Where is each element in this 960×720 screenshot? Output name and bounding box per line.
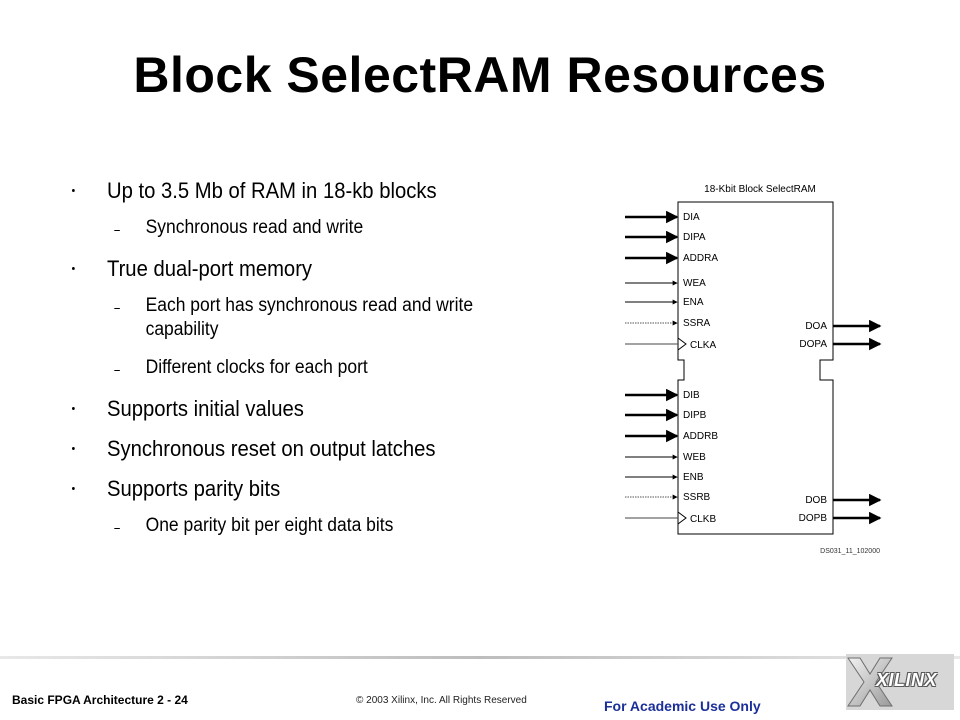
sub-bullet-clocks: Different clocks for each port	[72, 356, 550, 380]
pin-label-addra: ADDRA	[683, 253, 718, 264]
bullet-dot-icon	[72, 189, 75, 192]
pin-label-dia: DIA	[683, 212, 700, 223]
bullet-dot-icon	[72, 407, 75, 410]
pin-label-addrb: ADDRB	[683, 431, 718, 442]
pin-label-dib: DIB	[683, 390, 700, 401]
dash-icon	[114, 230, 120, 231]
bullet-dot-icon	[72, 447, 75, 450]
dash-icon	[114, 370, 120, 371]
pin-label-ssra: SSRA	[683, 318, 711, 329]
footer-divider	[0, 656, 960, 659]
sub-bullet-parity-bits: One parity bit per eight data bits	[72, 514, 550, 538]
pin-label-clka: CLKA	[690, 340, 716, 351]
sub-bullet-text: One parity bit per eight data bits	[145, 515, 394, 536]
pin-label-doa: DOA	[805, 321, 827, 332]
bullet-sync-reset: Synchronous reset on output latches	[72, 434, 539, 464]
pin-label-dopa: DOPA	[799, 339, 827, 350]
dash-icon	[114, 528, 120, 529]
pin-label-dipb: DIPB	[683, 410, 707, 421]
block-selectram-diagram: 18-Kbit Block SelectRAM DIA DIPA ADDRA W…	[625, 184, 882, 555]
slide-title: Block SelectRAM Resources	[133, 47, 827, 103]
port-a-input-pins	[625, 210, 687, 351]
pin-label-ssrb: SSRB	[683, 492, 711, 503]
pin-label-dipa: DIPA	[683, 232, 706, 243]
pin-label-dopb: DOPB	[799, 513, 828, 524]
bullet-dot-icon	[72, 487, 75, 490]
bullet-text: Supports initial values	[106, 396, 304, 421]
xilinx-x-icon	[846, 654, 954, 710]
port-b-input-pins	[625, 388, 687, 525]
ram-block-outline	[677, 201, 834, 535]
footer-course-page: Basic FPGA Architecture 2 - 24	[12, 693, 188, 707]
port-b-output-pins	[833, 493, 882, 525]
pin-label-wea: WEA	[683, 278, 706, 289]
sub-bullet-port-sync: Each port has synchronous read and write…	[72, 294, 550, 342]
footer-notice: For Academic Use Only	[604, 698, 761, 714]
sub-bullet-sync-rw: Synchronous read and write	[72, 216, 550, 240]
xilinx-logo: XILINX	[846, 654, 954, 710]
bullet-text: True dual-port memory	[106, 256, 313, 281]
port-a-output-pins	[833, 319, 882, 351]
sub-bullet-text: Synchronous read and write	[145, 217, 364, 238]
bullet-text: Synchronous reset on output latches	[106, 436, 436, 461]
pin-label-ena: ENA	[683, 297, 704, 308]
bullet-initial-values: Supports initial values	[72, 394, 539, 424]
pin-label-dob: DOB	[805, 495, 827, 506]
diagram-code: DS031_11_102000	[820, 548, 880, 555]
sub-bullet-text: Different clocks for each port	[145, 357, 368, 378]
bullet-dot-icon	[72, 267, 75, 270]
xilinx-wordmark: XILINX	[876, 670, 938, 690]
bullet-list: Up to 3.5 Mb of RAM in 18-kb blocks Sync…	[72, 176, 552, 552]
dash-icon	[114, 308, 120, 309]
diagram-title: 18-Kbit Block SelectRAM	[704, 184, 816, 195]
bullet-text: Up to 3.5 Mb of RAM in 18-kb blocks	[106, 178, 437, 203]
footer-copyright: © 2003 Xilinx, Inc. All Rights Reserved	[356, 695, 527, 706]
pin-label-enb: ENB	[683, 472, 704, 483]
bullet-parity: Supports parity bits	[72, 474, 539, 504]
pin-label-clkb: CLKB	[690, 514, 716, 525]
bullet-dual-port: True dual-port memory	[72, 254, 539, 284]
pin-label-web: WEB	[683, 452, 706, 463]
sub-bullet-text: Each port has synchronous read and write…	[145, 295, 474, 340]
bullet-text: Supports parity bits	[106, 476, 281, 501]
bullet-ram-capacity: Up to 3.5 Mb of RAM in 18-kb blocks	[72, 176, 539, 206]
